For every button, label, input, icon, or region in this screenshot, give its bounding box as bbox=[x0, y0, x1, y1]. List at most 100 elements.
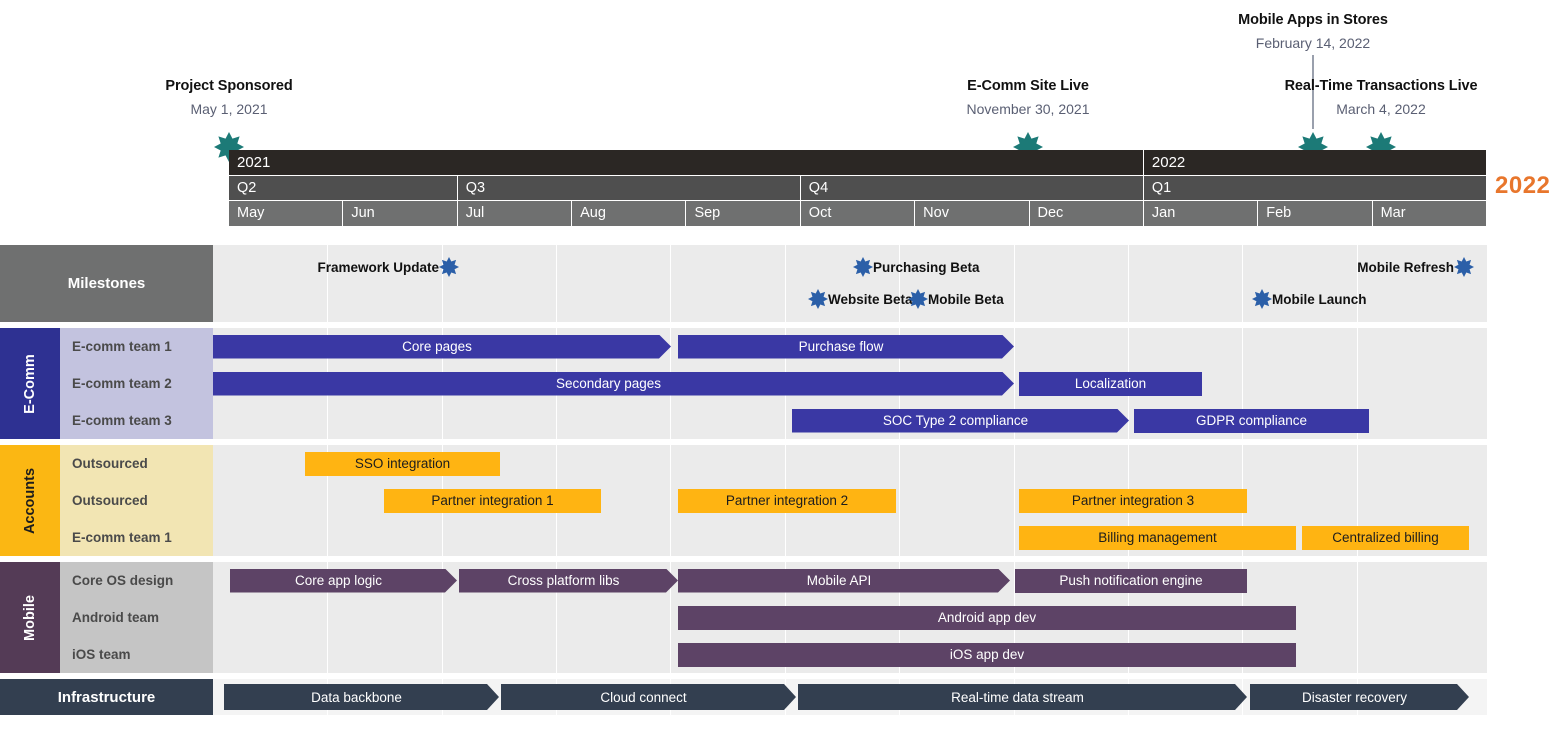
task-bar-label: Core pages bbox=[402, 339, 472, 354]
swimlane-title-label: Mobile bbox=[22, 594, 38, 641]
task-bar[interactable]: Localization bbox=[1019, 371, 1202, 396]
milestone-star-icon bbox=[1252, 289, 1272, 309]
row-track: Android app dev bbox=[213, 599, 1487, 636]
star-icon bbox=[908, 289, 928, 309]
grid-line bbox=[1356, 636, 1358, 673]
milestone-star-icon bbox=[1454, 257, 1474, 277]
milestone-callout-title: Real-Time Transactions Live bbox=[1284, 78, 1478, 94]
row-milestone[interactable]: Purchasing Beta bbox=[847, 257, 980, 277]
task-bar-label: Partner integration 1 bbox=[431, 493, 554, 508]
milestone-callout-title: Project Sponsored bbox=[165, 78, 293, 94]
task-bar[interactable]: Secondary pages bbox=[213, 372, 1014, 396]
grid-line bbox=[556, 599, 558, 636]
task-bar[interactable]: Core pages bbox=[213, 335, 671, 359]
task-bar[interactable]: Mobile API bbox=[678, 569, 1010, 593]
grid-line bbox=[1013, 482, 1015, 519]
row-label: E-comm team 1 bbox=[60, 328, 213, 365]
swimlane-row: Outsourced SSO integration bbox=[60, 445, 1487, 482]
task-bar-label: Mobile API bbox=[806, 573, 872, 588]
task-bar[interactable]: iOS app dev bbox=[678, 642, 1296, 667]
row-label-text: Outsourced bbox=[72, 456, 148, 471]
grid-line bbox=[899, 445, 901, 482]
grid-line bbox=[670, 402, 672, 439]
task-bar-label: SSO integration bbox=[354, 456, 451, 471]
task-bar[interactable]: Purchase flow bbox=[678, 335, 1014, 359]
task-bar[interactable]: Partner integration 3 bbox=[1019, 488, 1247, 513]
timeline-month-cell: May bbox=[229, 200, 344, 226]
task-bar[interactable]: Cloud connect bbox=[501, 684, 796, 710]
grid-line bbox=[1127, 328, 1129, 365]
task-bar[interactable]: Data backbone bbox=[224, 684, 499, 710]
task-bar-label: Cloud connect bbox=[600, 689, 687, 705]
row-milestone[interactable]: Mobile Launch bbox=[1246, 289, 1367, 309]
grid-line bbox=[784, 245, 786, 322]
row-milestone[interactable]: Website Beta bbox=[802, 289, 913, 309]
task-bar[interactable]: Cross platform libs bbox=[459, 569, 678, 593]
band-title: Milestones bbox=[0, 245, 213, 322]
star-icon bbox=[1252, 289, 1272, 309]
grid-line bbox=[441, 599, 443, 636]
task-bar[interactable]: Android app dev bbox=[678, 605, 1296, 630]
grid-line bbox=[670, 519, 672, 556]
task-bar[interactable]: Push notification engine bbox=[1015, 568, 1247, 593]
task-bar-label: Cross platform libs bbox=[507, 573, 620, 588]
band-track: Data backbone Cloud connect Real-time data… bbox=[213, 679, 1487, 715]
grid-line bbox=[670, 245, 672, 322]
grid-line bbox=[327, 519, 329, 556]
row-track: iOS app dev bbox=[213, 636, 1487, 673]
timeline-quarter-cell: Q1 bbox=[1143, 175, 1487, 200]
task-bar[interactable]: SOC Type 2 compliance bbox=[792, 409, 1129, 433]
task-bar[interactable]: Centralized billing bbox=[1302, 525, 1469, 550]
timeline-month-cell: Jun bbox=[343, 200, 458, 226]
row-track: Partner integration 1 Partner integration… bbox=[213, 482, 1487, 519]
row-milestone[interactable]: Mobile Refresh bbox=[1357, 257, 1480, 277]
milestone-callout-title: E-Comm Site Live bbox=[967, 78, 1089, 94]
milestone-star-icon bbox=[439, 257, 459, 277]
star-icon bbox=[853, 257, 873, 277]
grid-line bbox=[327, 482, 329, 519]
row-milestone-label: Purchasing Beta bbox=[873, 259, 980, 275]
grid-line bbox=[1356, 245, 1358, 322]
grid-line bbox=[784, 519, 786, 556]
task-bar-label: Partner integration 3 bbox=[1071, 493, 1195, 508]
band-title: Infrastructure bbox=[0, 679, 213, 715]
grid-line bbox=[1356, 328, 1358, 365]
swimlane-row: E-comm team 2 Secondary pages Localization bbox=[60, 365, 1487, 402]
grid-line bbox=[556, 519, 558, 556]
grid-line bbox=[556, 402, 558, 439]
milestone-callout-title: Mobile Apps in Stores bbox=[1238, 12, 1388, 28]
row-milestone[interactable]: Framework Update bbox=[317, 257, 465, 277]
task-bar-label: Push notification engine bbox=[1059, 573, 1203, 588]
milestone-callout-date: March 4, 2022 bbox=[1336, 101, 1426, 117]
task-bar[interactable]: SSO integration bbox=[305, 451, 500, 476]
task-bar[interactable]: Disaster recovery bbox=[1250, 684, 1469, 710]
task-bar-label: Data backbone bbox=[311, 689, 402, 705]
task-bar-label: iOS app dev bbox=[949, 647, 1025, 662]
star-icon bbox=[808, 289, 828, 309]
grid-line bbox=[784, 445, 786, 482]
grid-line bbox=[556, 245, 558, 322]
task-bar-label: Secondary pages bbox=[555, 376, 662, 391]
task-bar[interactable]: Billing management bbox=[1019, 525, 1296, 550]
task-bar[interactable]: Partner integration 1 bbox=[384, 488, 601, 513]
task-bar[interactable]: Partner integration 2 bbox=[678, 488, 896, 513]
task-bar[interactable]: Real-time data stream bbox=[798, 684, 1247, 710]
task-bar[interactable]: Core app logic bbox=[230, 569, 457, 593]
row-label-text: Outsourced bbox=[72, 493, 148, 508]
task-bar[interactable]: GDPR compliance bbox=[1134, 408, 1369, 433]
row-label-text: E-comm team 2 bbox=[72, 376, 172, 391]
grid-line bbox=[1013, 519, 1015, 556]
row-milestone[interactable]: Mobile Beta bbox=[902, 289, 1004, 309]
swimlane-title-label: Accounts bbox=[22, 467, 38, 534]
timeline-year-cell: 2022 bbox=[1143, 150, 1487, 175]
grid-line bbox=[1242, 365, 1244, 402]
grid-line bbox=[1356, 599, 1358, 636]
milestone-star-icon bbox=[808, 289, 828, 309]
